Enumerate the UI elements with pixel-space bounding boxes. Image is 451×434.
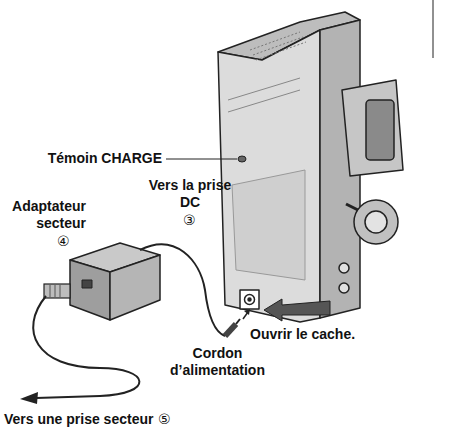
cord-plug <box>44 284 70 298</box>
adapter-socket <box>82 280 92 288</box>
ac-adapter <box>70 243 160 320</box>
cord-plug-ridges <box>50 285 60 297</box>
callout-number: ④ <box>57 233 70 250</box>
callout-number: ⑤ <box>158 411 171 428</box>
dc-jack-ring <box>245 295 255 305</box>
button <box>339 263 349 273</box>
dc-jack <box>240 290 259 309</box>
adapter-front <box>70 260 110 320</box>
open-cover-arrow <box>264 299 330 321</box>
part-label: Témoin CHARGE <box>40 150 162 167</box>
dc-plug <box>225 324 236 336</box>
dial-lever <box>346 204 358 210</box>
button <box>339 283 349 293</box>
part-label: Vers une prise secteur <box>4 411 153 428</box>
dial <box>354 200 398 244</box>
part-label: Vers la prise DC <box>140 177 240 211</box>
side-panel <box>232 170 305 280</box>
charge-lamp <box>238 156 246 162</box>
power-cord <box>33 296 139 398</box>
adapter-side <box>110 255 160 320</box>
camcorder <box>218 12 403 322</box>
dc-jack-pin <box>248 298 251 301</box>
microphone-grille <box>250 32 306 60</box>
dial-center <box>365 211 387 233</box>
leader-line <box>433 0 434 58</box>
part-label: Adaptateur secteur <box>0 198 86 232</box>
viewfinder <box>342 80 403 176</box>
power-cord-arrow <box>20 392 38 404</box>
callout-number: ③ <box>183 212 196 229</box>
dc-plug-tip <box>236 319 240 324</box>
leader-line <box>166 159 237 160</box>
camcorder-side <box>218 30 320 322</box>
instruction-label: Ouvrir le cache. <box>250 326 355 343</box>
part-label: Cordon d’alimentation <box>160 345 275 379</box>
viewfinder-eyepiece <box>366 100 394 160</box>
insert-arrow-head <box>244 309 250 315</box>
side-groove <box>228 78 300 112</box>
dc-cable <box>140 244 225 336</box>
